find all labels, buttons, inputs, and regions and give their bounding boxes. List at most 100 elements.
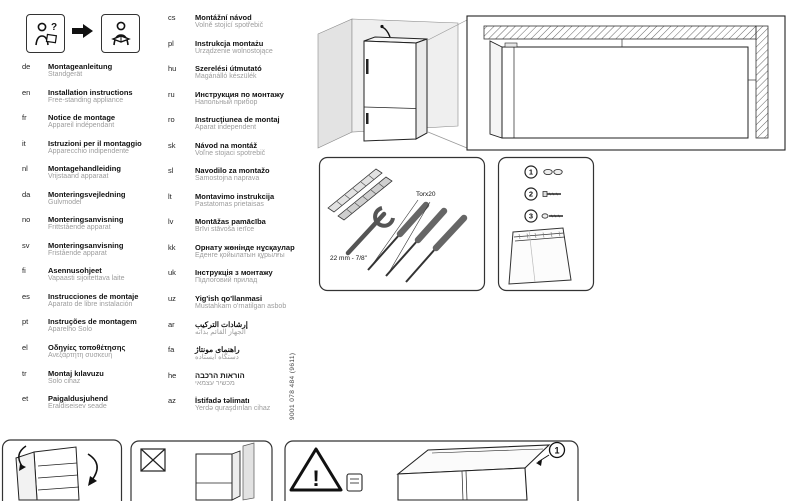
mounting-rails xyxy=(327,168,393,221)
step-number-badge: 1 xyxy=(536,441,566,466)
language-code: fi xyxy=(22,266,26,276)
language-subtitle: Aparelho Solo xyxy=(48,326,92,334)
part-number-1: 1 xyxy=(529,168,533,177)
arrow-right-icon xyxy=(72,23,94,44)
language-title: Szerelési útmutató xyxy=(195,64,262,74)
open-door-detail xyxy=(489,40,503,139)
language-subtitle: Ανεξάρτητη συσκευή xyxy=(48,352,113,360)
packaging-box xyxy=(396,444,551,501)
info-box-icon xyxy=(346,473,363,492)
torx-label: Torx20 xyxy=(416,191,436,198)
clearance-detail-box xyxy=(466,15,786,151)
wrench-icon xyxy=(345,206,395,256)
language-code: hu xyxy=(168,64,177,74)
language-title: Yig'ish qo'llanmasi xyxy=(195,294,263,304)
language-subtitle: Frittstående apparat xyxy=(48,224,111,232)
language-code: uk xyxy=(168,268,176,278)
language-subtitle: Yerdə quraşdırılan cihaz xyxy=(195,405,271,413)
language-title: Notice de montage xyxy=(48,113,116,123)
language-subtitle: Magánálló készülék xyxy=(195,73,257,81)
language-title: Installation instructions xyxy=(48,87,133,97)
language-title: Інструкція з монтажу xyxy=(195,268,273,278)
language-title: Istruzioni per il montaggio xyxy=(48,138,142,148)
language-subtitle: Pastatomas prietaisas xyxy=(195,200,264,208)
language-subtitle: Fristående apparat xyxy=(48,249,107,257)
language-title: Monteringsanvisning xyxy=(48,240,124,250)
person-question-icon-art: ? xyxy=(34,22,57,45)
fridge-top-detail xyxy=(501,46,749,139)
parts-list-illustration: 1 2 3 xyxy=(497,156,595,292)
step-panel-door xyxy=(1,439,123,501)
part-number-3: 3 xyxy=(529,212,533,221)
parts-bag-icon xyxy=(508,227,572,285)
fridge-handle xyxy=(366,59,369,74)
language-title: Montāžas pamācība xyxy=(195,217,266,227)
language-subtitle: Free-standing appliance xyxy=(48,96,124,104)
language-subtitle: دستگاه ایستاده xyxy=(195,354,239,362)
installation-scene-illustration xyxy=(317,15,786,151)
part-item-1: 1 xyxy=(524,165,563,179)
language-title: Instrucţiunea de montaj xyxy=(195,115,280,125)
language-title: Instrukcja montażu xyxy=(195,38,264,48)
language-code: no xyxy=(22,215,31,225)
language-title: Monteringsanvisning xyxy=(48,215,124,225)
language-code: lv xyxy=(168,217,174,227)
ceiling-hatch xyxy=(483,25,757,40)
step-panel-unpack: ! 1 xyxy=(284,440,579,501)
language-code: fr xyxy=(22,113,27,123)
language-title: إرشادات التركيب xyxy=(195,319,248,329)
language-code: tr xyxy=(22,368,27,378)
language-code: sv xyxy=(22,240,30,250)
language-title: Monteringsvejledning xyxy=(48,189,126,199)
screwdriver-icons xyxy=(367,201,468,283)
language-subtitle: Напольный прибор xyxy=(195,98,258,106)
language-title: İstifadə təlimatı xyxy=(195,396,250,406)
language-title: Navodilo za montažo xyxy=(195,166,270,176)
language-code: el xyxy=(22,343,28,353)
language-code: kk xyxy=(168,242,176,252)
language-title: Οδηγίες τοποθέτησης xyxy=(48,343,126,353)
language-code: uz xyxy=(168,294,176,304)
tools-illustration: Torx20 22 mm - 7/8" xyxy=(318,156,486,292)
language-title: Paigaldusjuhend xyxy=(48,394,109,404)
language-title: Návod na montáž xyxy=(195,140,258,150)
read-manual-pictograms: ? xyxy=(26,14,140,53)
language-code: en xyxy=(22,87,31,97)
language-code: ar xyxy=(168,319,175,329)
crossed-box-icon xyxy=(140,448,166,472)
language-subtitle: Eraldiseisev seade xyxy=(48,403,107,411)
language-title: הוראות הרכבה xyxy=(195,370,245,380)
rotate-arrow-small xyxy=(18,445,27,467)
